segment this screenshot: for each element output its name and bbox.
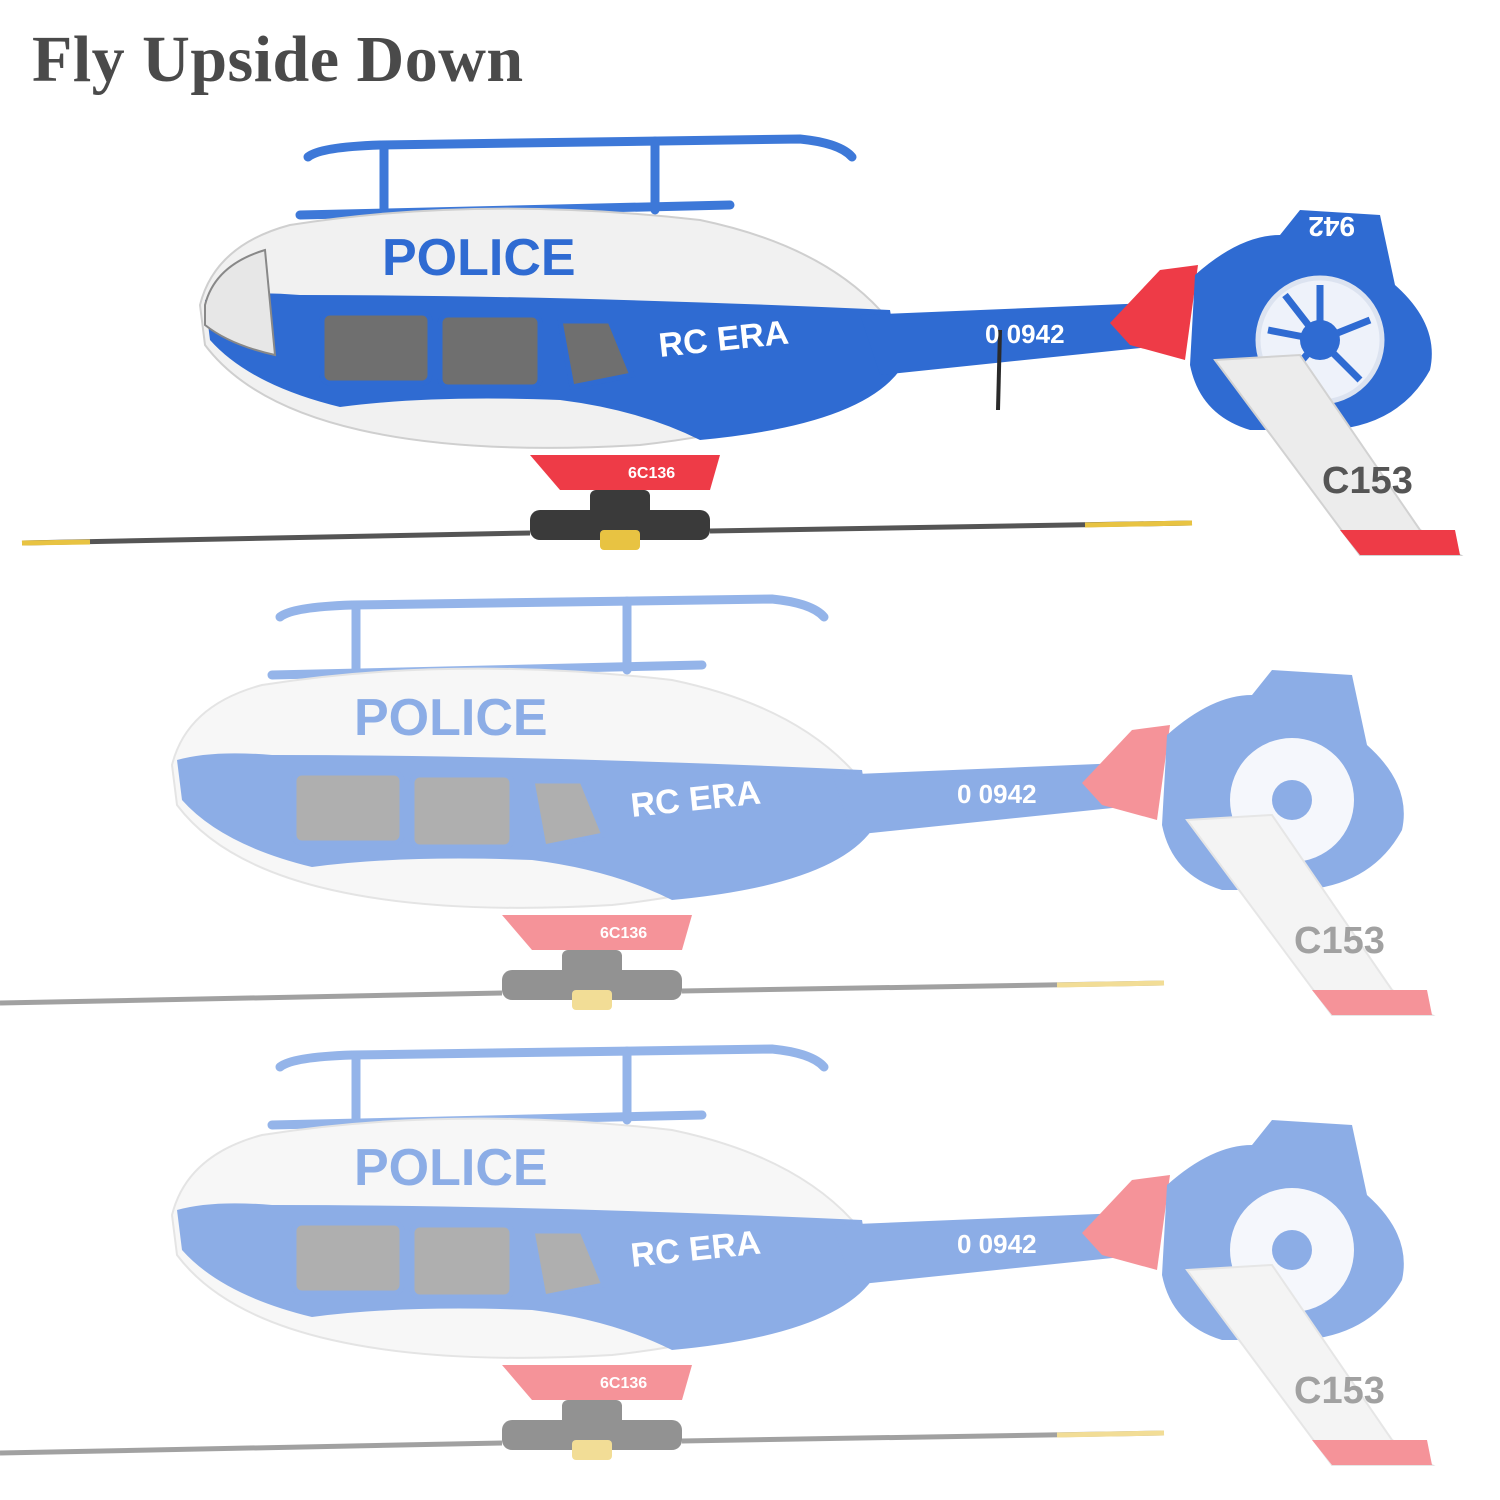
model-mark: C153 [1322, 460, 1413, 502]
tail-boom [832, 1213, 1122, 1285]
registration-mark: 0 0942 [957, 779, 1037, 809]
rotor-blade-left [0, 990, 503, 1006]
rotor-blade-left [0, 1440, 503, 1456]
markings: POLICE RC ERA 0 0942 C153 6C136 [354, 1139, 1385, 1412]
rotor-blade-right-tip [1084, 520, 1193, 528]
cabin-windows [291, 770, 608, 850]
rotor-head [530, 490, 710, 550]
belly-fairing [502, 1365, 692, 1400]
belly-code-mark: 6C136 [600, 925, 647, 942]
stabilizer-red-tip [1312, 990, 1432, 1015]
cabin-windows [291, 1220, 608, 1300]
model-mark: C153 [1294, 920, 1385, 962]
rotor-head [502, 950, 682, 1010]
rotor-blade-right-tip [1056, 1430, 1165, 1438]
helicopter-graphic: POLICE RC ERA 0 0942 C153 6C136 [0, 594, 1436, 1016]
landing-skid [267, 1044, 829, 1135]
landing-skid [295, 134, 857, 225]
stabilizer-red-tip [1312, 1440, 1432, 1465]
rotor-blade-left-tip [21, 539, 91, 546]
registration-mark: 0 0942 [957, 1229, 1037, 1259]
helicopter-ghost-1: POLICE RC ERA 0 0942 C153 6C136 [0, 585, 1500, 1045]
stabilizer-red-tip [1340, 530, 1460, 555]
fenestron-hub [1300, 320, 1340, 360]
headline: Fly Upside Down [32, 23, 524, 96]
antenna [996, 329, 1002, 411]
nose-canopy [204, 248, 277, 357]
helicopter-graphic: POLICE RC ERA 0 0942 942 C153 6C136 [21, 134, 1464, 556]
rotor-blade-left [21, 530, 531, 546]
rotor-head [502, 1400, 682, 1460]
fin-code-mark: 942 [1308, 211, 1355, 242]
belly-fairing [530, 455, 720, 490]
model-mark: C153 [1294, 1370, 1385, 1412]
tail-red-fin [1110, 265, 1198, 360]
helicopter-main: POLICE RC ERA 0 0942 942 C153 6C136 [0, 125, 1500, 585]
rotor-blade-right-tip [1056, 980, 1165, 988]
police-mark: POLICE [354, 1139, 548, 1197]
helicopter-graphic: POLICE RC ERA 0 0942 C153 6C136 [0, 1044, 1436, 1466]
police-mark: POLICE [354, 689, 548, 747]
belly-code-mark: 6C136 [600, 1375, 647, 1392]
fenestron-hub [1272, 1230, 1312, 1270]
tail-boom [832, 763, 1122, 835]
tail-red-fin [1082, 1175, 1170, 1270]
tail-boom [860, 303, 1150, 375]
cabin-windows [319, 310, 636, 390]
landing-skid [267, 594, 829, 685]
helicopter-ghost-2: POLICE RC ERA 0 0942 C153 6C136 [0, 1035, 1500, 1495]
belly-fairing [502, 915, 692, 950]
registration-mark: 0 0942 [985, 319, 1065, 349]
fenestron-hub [1272, 780, 1312, 820]
tail-red-fin [1082, 725, 1170, 820]
police-mark: POLICE [382, 229, 576, 287]
belly-code-mark: 6C136 [628, 465, 675, 482]
